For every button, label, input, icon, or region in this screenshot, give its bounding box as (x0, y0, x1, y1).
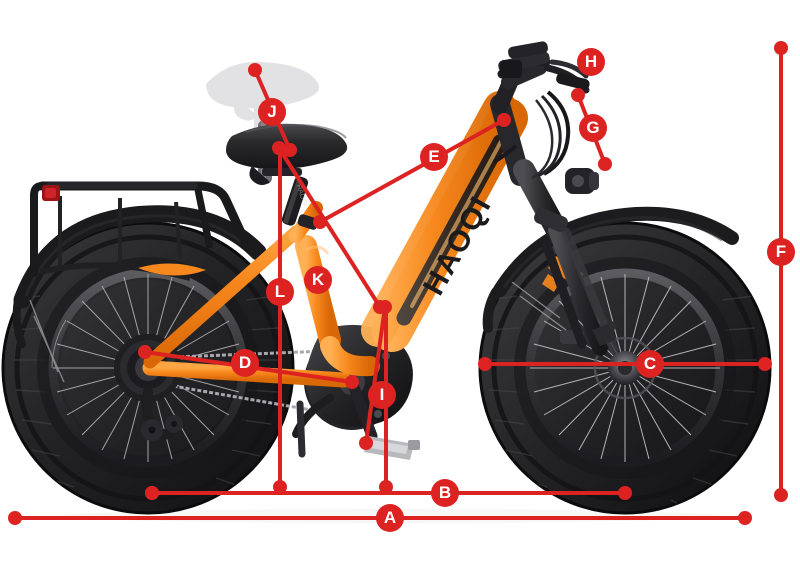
measurement-line-k (277, 146, 382, 309)
pedal (364, 436, 420, 460)
callout-marker-j[interactable]: J (258, 98, 286, 126)
callout-marker-l[interactable]: L (266, 278, 294, 306)
callout-marker-d[interactable]: D (231, 349, 259, 377)
callout-marker-c[interactable]: C (636, 350, 664, 378)
callout-marker-label: E (428, 147, 440, 166)
measurement-line-i (364, 306, 387, 444)
measurement-endpoint-dot (145, 486, 159, 500)
callout-marker-label: D (238, 353, 252, 372)
callout-marker-label: K (311, 270, 325, 289)
rear-light (42, 185, 60, 201)
measurement-endpoint-dot (273, 480, 287, 494)
callout-marker-f[interactable]: F (767, 238, 795, 266)
measurement-endpoint-dot (738, 511, 752, 525)
callout-marker-g[interactable]: G (579, 114, 607, 142)
measurement-line-e (319, 118, 505, 224)
callout-marker-label: I (379, 385, 385, 404)
measurement-endpoint-dot (283, 143, 297, 157)
callout-marker-i[interactable]: I (368, 381, 396, 409)
measurement-endpoint-dot (571, 88, 585, 102)
rear-rack-and-fender (12, 181, 267, 383)
measurement-endpoint-dot (8, 511, 22, 525)
measurement-endpoint-dot (774, 488, 788, 502)
callout-marker-e[interactable]: E (420, 143, 448, 171)
kickstand (296, 400, 306, 458)
callout-marker-label: G (586, 118, 600, 137)
measurement-endpoint-dot (138, 345, 152, 359)
callout-marker-label: C (643, 354, 657, 373)
callout-marker-label: A (383, 508, 397, 527)
handlebar-assembly (492, 41, 590, 180)
callout-marker-b[interactable]: B (431, 479, 459, 507)
rear-derailleur (141, 387, 183, 441)
measurement-endpoint-dot (774, 41, 788, 55)
front-wheel (478, 221, 772, 515)
measurement-endpoint-dot (272, 141, 286, 155)
headlight (565, 168, 599, 194)
callout-marker-h[interactable]: H (577, 48, 605, 76)
measurement-endpoint-dot (497, 113, 511, 127)
measurement-endpoint-dot (248, 63, 262, 77)
callout-marker-a[interactable]: A (376, 504, 404, 532)
measurement-endpoint-dot (598, 157, 612, 171)
callout-marker-k[interactable]: K (304, 266, 332, 294)
rack-stays (29, 299, 65, 383)
measurement-endpoint-dot (618, 486, 632, 500)
measurement-endpoint-dot (758, 357, 772, 371)
front-fender (482, 206, 739, 333)
measurement-endpoint-dot (345, 375, 359, 389)
measurement-endpoint-dot (359, 436, 373, 450)
rear-reflector (138, 263, 206, 276)
crank-and-pedal (292, 376, 420, 460)
measurement-endpoint-dot (478, 357, 492, 371)
fork-assembly (490, 94, 619, 356)
measurement-endpoint-dot (379, 480, 393, 494)
callout-marker-label: J (267, 102, 277, 121)
measurement-endpoint-dot (378, 300, 392, 314)
callout-marker-label: B (438, 483, 452, 502)
callout-marker-label: L (274, 282, 286, 301)
measurement-endpoint-dot (313, 215, 327, 229)
callout-marker-label: F (775, 242, 787, 261)
callout-marker-label: H (584, 52, 598, 71)
